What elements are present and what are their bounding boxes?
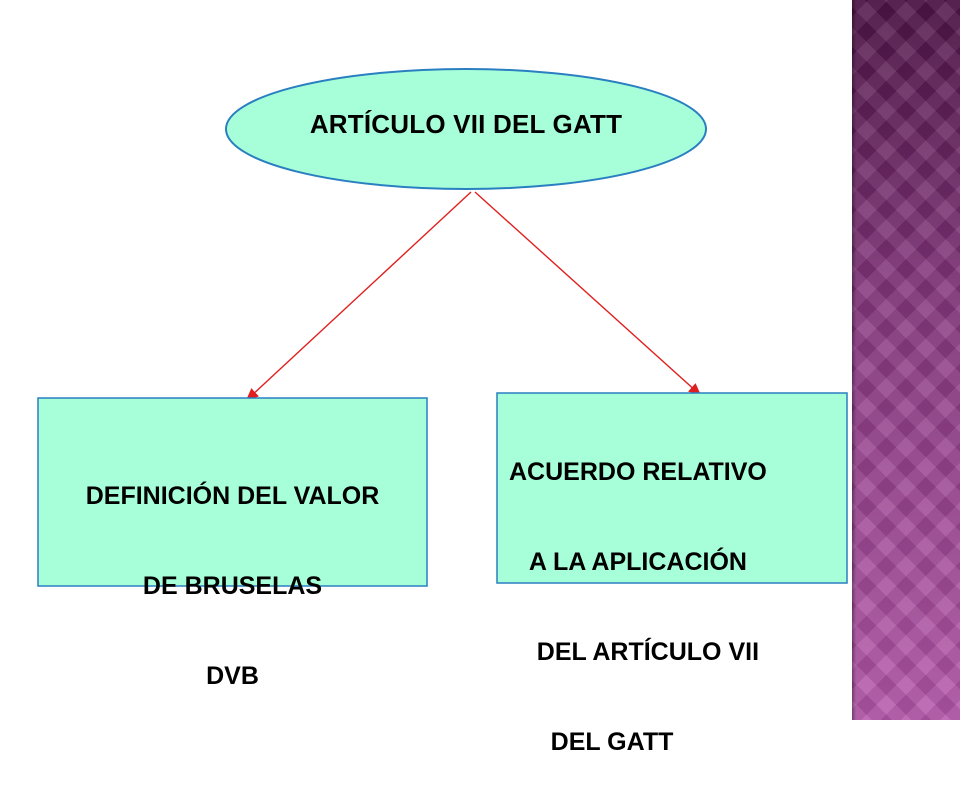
root-node-ellipse bbox=[225, 68, 707, 190]
root-node-label: ARTÍCULO VII DEL GATT bbox=[309, 109, 623, 139]
child-node-right-line-1: ACUERDO RELATIVO bbox=[509, 458, 767, 486]
child-node-right-line-2: A LA APLICACIÓN bbox=[509, 548, 747, 576]
child-node-left-line-2: DE BRUSELAS bbox=[142, 572, 323, 600]
diagram-canvas bbox=[37, 68, 848, 587]
decorative-side-band bbox=[852, 0, 960, 720]
child-node-left-line-3: DVB bbox=[206, 662, 259, 690]
child-node-left-line-1: DEFINICIÓN DEL VALOR bbox=[85, 482, 380, 510]
connector-left bbox=[245, 191, 472, 401]
child-node-right-label: ACUERDO RELATIVO A LA APLICACIÓN DEL ART… bbox=[497, 397, 847, 787]
connector-right bbox=[474, 191, 702, 396]
child-node-left-label: DEFINICIÓN DEL VALOR DE BRUSELAS DVB bbox=[38, 421, 427, 721]
child-node-right-box bbox=[496, 392, 848, 584]
child-node-right-line-4: DEL GATT bbox=[509, 728, 674, 756]
child-node-right-line-3: DEL ARTÍCULO VII bbox=[509, 638, 760, 666]
side-band-edge bbox=[852, 0, 856, 720]
child-node-left-box bbox=[37, 397, 428, 587]
